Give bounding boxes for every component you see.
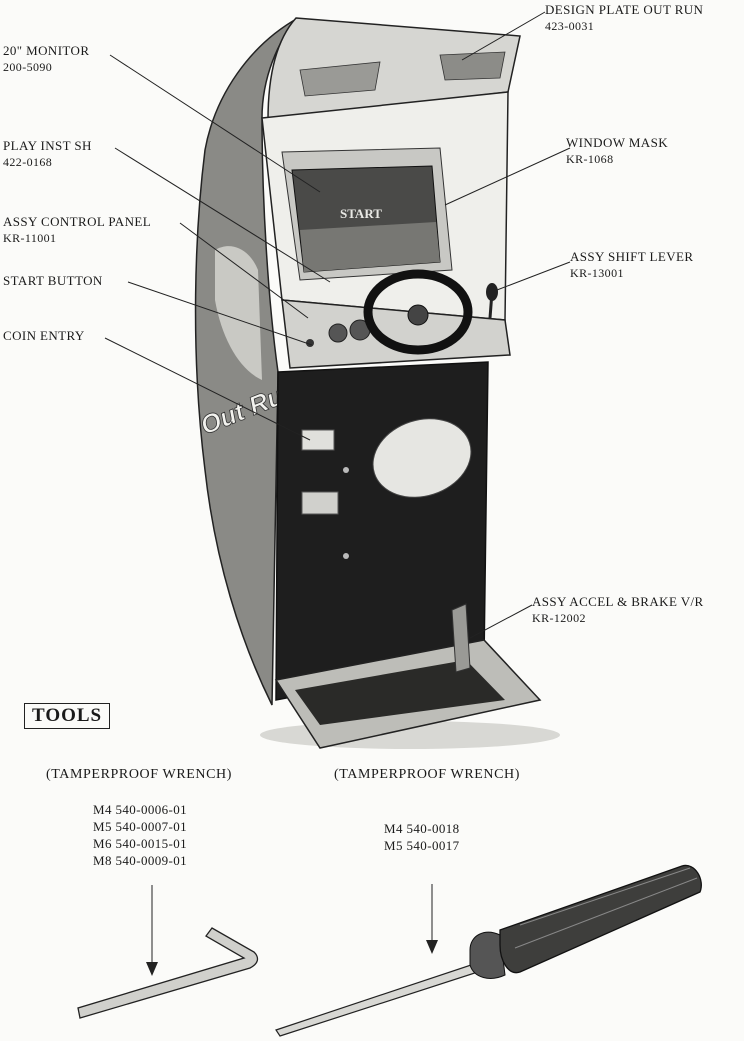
callout-code: KR-13001 <box>570 266 624 280</box>
control-panel <box>281 299 511 369</box>
callout-accel-brake: ASSY ACCEL & BRAKE V/R KR-12002 <box>532 593 704 627</box>
callout-name: ASSY SHIFT LEVER <box>570 249 694 264</box>
front-logo-emblem <box>372 418 472 498</box>
callout-name: DESIGN PLATE OUT RUN <box>545 2 704 17</box>
shift-lever-knob-icon <box>486 283 498 301</box>
callout-shift-lever: ASSY SHIFT LEVER KR-13001 <box>570 248 693 282</box>
tools-heading: TOOLS <box>24 703 111 729</box>
left-tool-code: M4 540-0006-01 <box>93 802 188 817</box>
callout-name: START BUTTON <box>3 273 103 288</box>
left-tool-code: M8 540-0009-01 <box>93 853 188 868</box>
callout-code: KR-12002 <box>532 611 586 625</box>
accel-brake-assembly <box>451 603 471 673</box>
callout-design-plate: DESIGN PLATE OUT RUN 423-0031 <box>545 1 703 35</box>
screwdriver-tool <box>275 864 702 1037</box>
l-wrench-tool <box>77 885 259 1019</box>
lock-icon-lower <box>343 553 349 559</box>
screwdriver-arrow-icon <box>426 940 438 954</box>
callout-leaders <box>104 11 571 639</box>
screen-road <box>300 222 440 272</box>
callout-coin-entry: COIN ENTRY <box>3 327 85 344</box>
left-tool-caption: (TAMPERPROOF WRENCH) <box>46 767 233 782</box>
callout-code: 200-5090 <box>3 60 53 74</box>
right-tool-code: M4 540-0018 <box>384 821 460 836</box>
steering-hub-icon <box>407 304 429 326</box>
callout-name: COIN ENTRY <box>3 328 85 343</box>
callout-monitor: 20" MONITOR 200-5090 <box>3 42 89 76</box>
callout-name: 20" MONITOR <box>3 43 90 58</box>
callout-code: 422-0168 <box>3 155 53 169</box>
design-plate <box>439 51 506 81</box>
callout-play-inst: PLAY INST SH 422-0168 <box>3 137 92 171</box>
callout-name: WINDOW MASK <box>566 135 669 150</box>
callout-code: 423-0031 <box>545 19 595 33</box>
right-tool-codes: M4 540-0018 M5 540-0017 <box>384 820 460 854</box>
callout-name: ASSY CONTROL PANEL <box>3 214 152 229</box>
side-highlight <box>215 246 262 380</box>
callout-name: PLAY INST SH <box>3 138 92 153</box>
callout-control-panel: ASSY CONTROL PANEL KR-11001 <box>3 213 151 247</box>
l-wrench-arrow-icon <box>146 962 158 976</box>
screen-start-text: START <box>340 206 382 221</box>
callout-name: ASSY ACCEL & BRAKE V/R <box>532 594 704 609</box>
right-tool-code: M5 540-0017 <box>384 838 460 853</box>
callout-window-mask: WINDOW MASK KR-1068 <box>566 134 668 168</box>
service-panel-icon <box>301 491 339 515</box>
callout-code: KR-1068 <box>566 152 614 166</box>
left-tool-code: M6 540-0015-01 <box>93 836 188 851</box>
left-tool-codes: M4 540-0006-01 M5 540-0007-01 M6 540-001… <box>93 801 187 869</box>
callout-code: KR-11001 <box>3 231 57 245</box>
right-tool-caption: (TAMPERPROOF WRENCH) <box>334 767 521 782</box>
lock-icon <box>343 467 349 473</box>
steering-wheel-icon <box>363 269 473 355</box>
coin-door-icon <box>301 429 335 451</box>
pedal-area <box>295 660 505 725</box>
gauge-left-icon <box>328 323 348 343</box>
left-tool-code: M5 540-0007-01 <box>93 819 188 834</box>
marquee-art-left <box>299 61 381 97</box>
callout-start-button: START BUTTON <box>3 272 103 289</box>
